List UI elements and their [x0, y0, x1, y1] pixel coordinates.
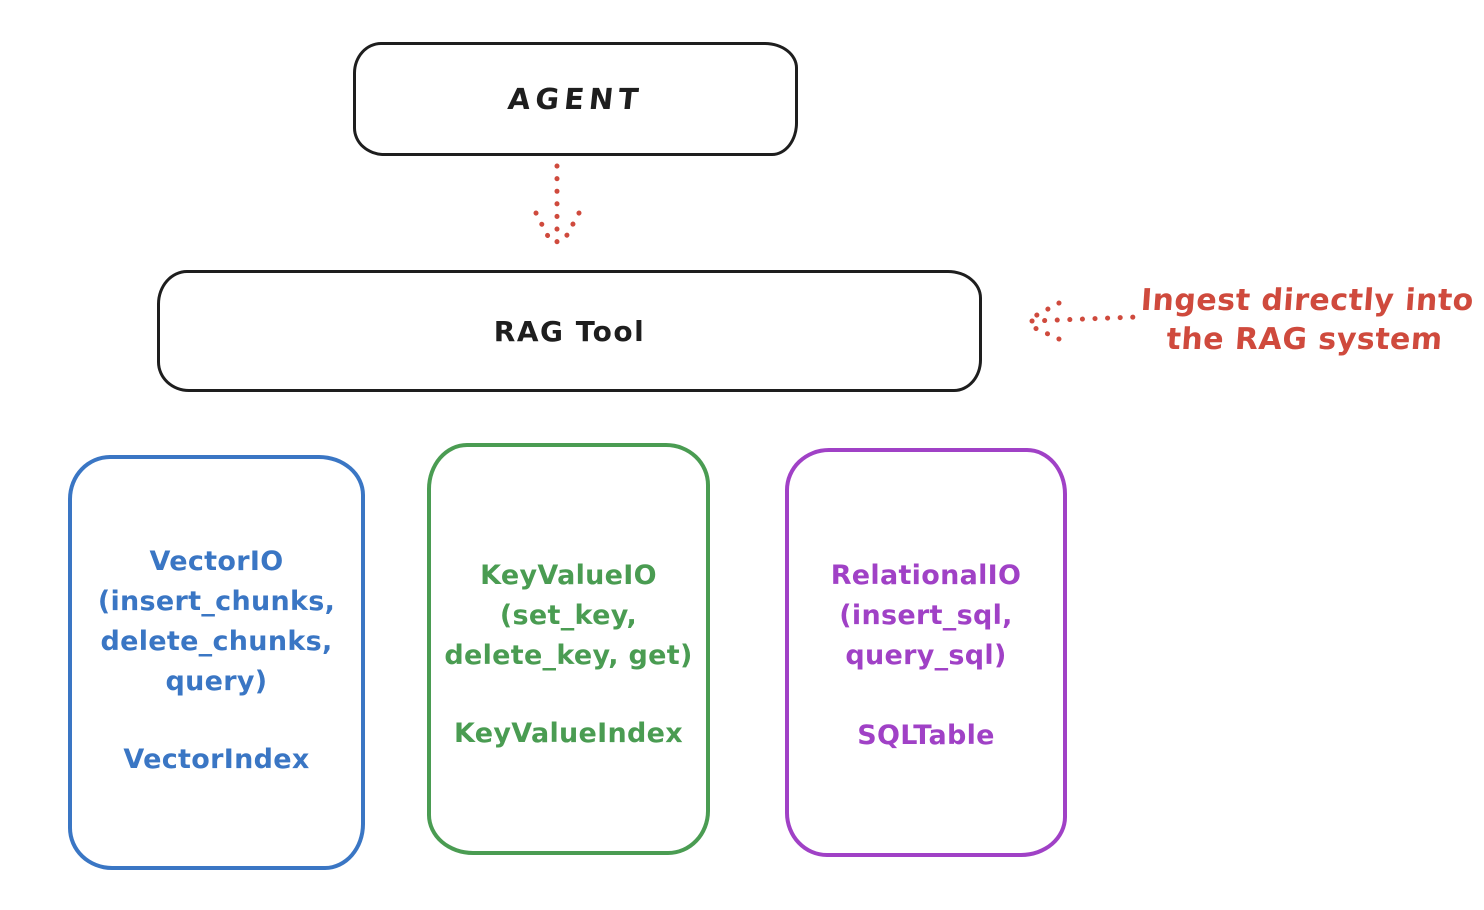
ingest-annotation: Ingest directly into the RAG system — [1125, 281, 1484, 359]
vector-io-methods-line3: query) — [165, 666, 268, 697]
vector-index-label: VectorIndex — [123, 744, 310, 775]
vector-io-methods-line2: delete_chunks, — [100, 626, 333, 657]
vector-io-title: VectorIO — [149, 546, 284, 577]
relational-io-methods-line1: (insert_sql, — [839, 600, 1013, 631]
agent-node-label: AGENT — [506, 82, 645, 116]
rag-tool-node-label: RAG Tool — [493, 314, 646, 348]
relational-io-methods-line2: query_sql) — [845, 640, 1007, 671]
vector-io-node: VectorIO (insert_chunks, delete_chunks, … — [68, 455, 365, 870]
ingest-annotation-line1: Ingest directly into — [1139, 283, 1476, 318]
agent-node: AGENT — [353, 42, 798, 156]
key-value-io-title: KeyValueIO — [480, 560, 657, 591]
ingest-annotation-line2: the RAG system — [1165, 322, 1444, 357]
key-value-io-node: KeyValueIO (set_key, delete_key, get) Ke… — [427, 443, 710, 855]
key-value-index-label: KeyValueIndex — [453, 718, 683, 749]
key-value-io-methods-line2: delete_key, get) — [444, 640, 693, 671]
key-value-io-methods-line1: (set_key, — [499, 600, 638, 631]
relational-io-node: RelationalIO (insert_sql, query_sql) SQL… — [785, 448, 1067, 857]
rag-tool-node: RAG Tool — [157, 270, 982, 392]
sql-table-label: SQLTable — [857, 720, 995, 751]
ingest-annotation-dotted-arrow-icon — [1023, 300, 1139, 342]
agent-to-ragtool-dotted-arrow-icon — [533, 163, 582, 253]
vector-io-methods-line1: (insert_chunks, — [97, 586, 336, 617]
relational-io-title: RelationalIO — [830, 560, 1022, 591]
